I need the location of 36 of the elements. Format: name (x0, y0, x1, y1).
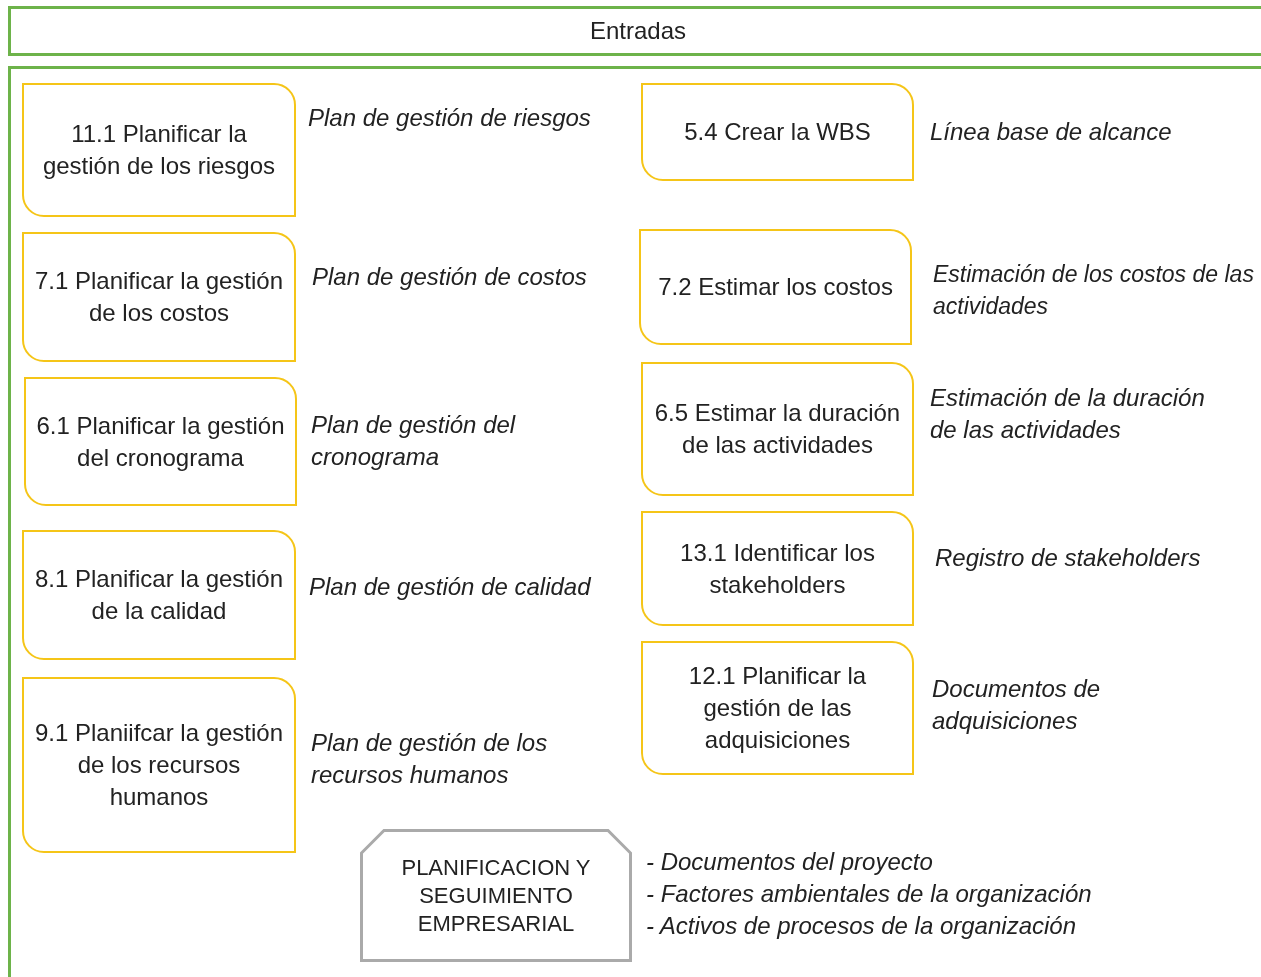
output-label: Plan de gestión de los recursos humanos (311, 728, 549, 790)
section-title: Entradas (589, 17, 687, 45)
output-label: Plan de gestión del cronograma (311, 410, 517, 472)
process-box (641, 83, 914, 181)
output-label: Línea base de alcance (930, 117, 1172, 147)
process-box (641, 511, 914, 626)
list-item: - Factores ambientales de la organización (646, 879, 1092, 909)
process-name: 5.4 Crear la WBS (684, 117, 871, 147)
process-name: 12.1 Planificar la gestión de las adquisiciones (687, 661, 868, 755)
process-box (641, 362, 914, 496)
header-band (8, 6, 1261, 56)
process-box (22, 530, 296, 660)
process-box (639, 229, 912, 345)
output-label: Registro de stakeholders (935, 543, 1201, 573)
output-label: Estimación de la duración de las actividades (930, 383, 1206, 445)
process-name: 8.1 Planificar la gestión de la calidad (34, 564, 284, 626)
process-name: PLANIFICACION Y SEGUIMIENTO EMPRESARIAL (400, 853, 592, 938)
output-label: Documentos de adquisiciones (932, 674, 1102, 736)
output-label: Estimación de los costos de las actividades (933, 260, 1255, 321)
process-box (22, 677, 296, 853)
process-box (22, 83, 296, 217)
output-label: Plan de gestión de calidad (309, 572, 591, 602)
process-name: 13.1 Identificar los stakeholders (679, 537, 876, 600)
process-box (24, 377, 297, 506)
output-label: Plan de gestión de costos (312, 262, 587, 292)
process-name: 6.1 Planificar la gestión del cronograma (36, 410, 285, 473)
output-label: Plan de gestión de riesgos (308, 103, 591, 133)
process-name: 7.2 Estimar los costos (658, 272, 893, 302)
process-name: 9.1 Planiifcar la gestión de los recursos humanos (34, 718, 284, 812)
process-name: 11.1 Planificar la gestión de los riesgos (41, 119, 277, 181)
process-name: 7.1 Planificar la gestión de los costos (34, 266, 284, 328)
process-box (22, 232, 296, 362)
process-name: 6.5 Estimar la duración de las actividades (653, 398, 902, 460)
list-item: - Documentos del proyecto (646, 847, 933, 877)
process-box (641, 641, 914, 775)
list-item: - Activos de procesos de la organización (646, 911, 1076, 941)
